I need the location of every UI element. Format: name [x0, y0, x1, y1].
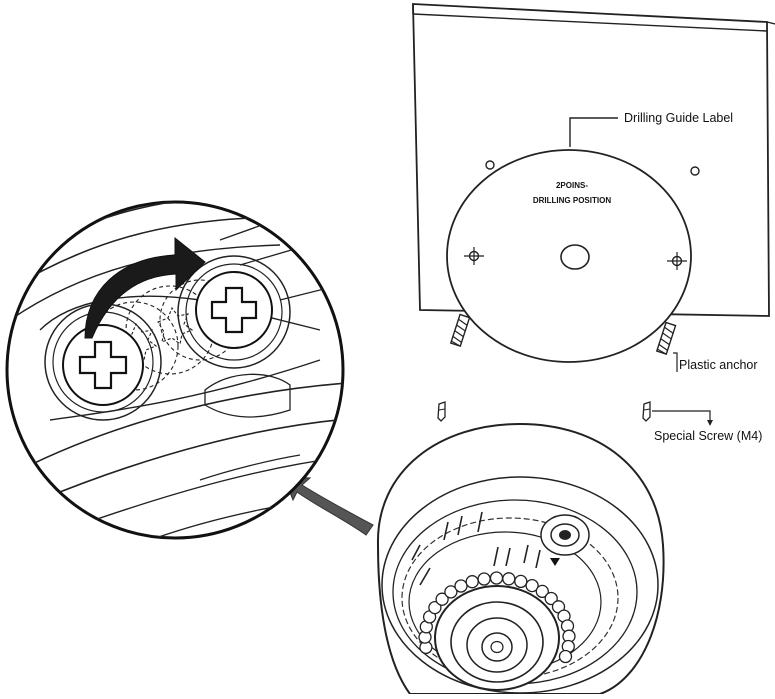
- plastic-anchor-right: [655, 321, 677, 356]
- ir-led: [489, 571, 504, 585]
- screw-head-end-icon: [195, 271, 273, 349]
- ir-led: [514, 574, 528, 589]
- special-screw-label: Special Screw (M4): [654, 429, 762, 443]
- plastic-anchor-left: [449, 313, 471, 348]
- template-text-line2: DRILLING POSITION: [533, 196, 611, 205]
- drilling-guide-label: Drilling Guide Label: [624, 111, 733, 125]
- plastic-anchor-callout: Plastic anchor: [673, 352, 758, 372]
- ir-led: [558, 649, 573, 664]
- camera-connector: [540, 514, 590, 566]
- rotation-arrow-icon: [84, 236, 206, 339]
- screw-head-start-icon: [62, 324, 144, 406]
- ir-led: [465, 575, 479, 589]
- ir-led: [535, 584, 549, 599]
- ir-led: [477, 572, 491, 586]
- ir-led: [435, 592, 449, 606]
- drilling-guide-callout: Drilling Guide Label: [569, 111, 733, 147]
- ir-led: [428, 600, 442, 615]
- ir-led: [502, 572, 516, 586]
- template-text-line1: 2POINS-: [556, 181, 588, 190]
- camera-lens: [434, 585, 560, 691]
- drilling-template: 2POINS- DRILLING POSITION: [446, 149, 700, 363]
- special-screw-left: [437, 401, 446, 422]
- ir-led: [544, 591, 558, 606]
- special-screw-right: [642, 401, 651, 422]
- plastic-anchor-label: Plastic anchor: [679, 358, 758, 372]
- special-screw-callout: Special Screw (M4): [652, 410, 762, 443]
- ir-led: [444, 585, 458, 599]
- drill-point-right-icon: [667, 252, 687, 270]
- ir-led: [525, 578, 539, 593]
- dome-camera: [376, 422, 665, 695]
- ir-led-ring: [418, 571, 576, 664]
- ir-led: [454, 579, 468, 593]
- drill-point-left-icon: [464, 247, 484, 265]
- zoom-detail-circle: [5, 200, 345, 540]
